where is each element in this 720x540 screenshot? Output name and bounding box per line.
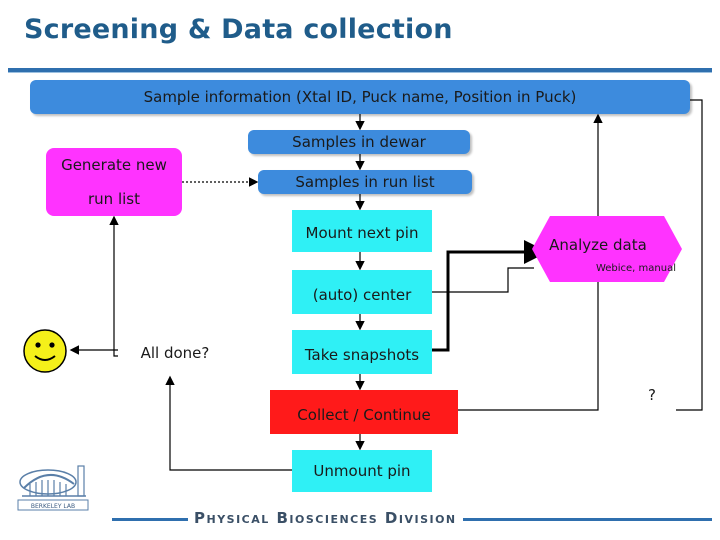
samples-in-dewar-box: Samples in dewar <box>248 130 470 154</box>
take-snapshots-box: Take snapshots <box>292 330 432 374</box>
auto-center-label: (auto) center <box>312 286 412 304</box>
arrow-snapshots-to-analyze <box>432 240 548 352</box>
samples-in-dewar-label: Samples in dewar <box>292 133 426 151</box>
arrow-collect-to-question <box>458 113 603 411</box>
take-snapshots-label: Take snapshots <box>304 346 420 364</box>
title-rule <box>8 68 712 72</box>
arrow-unmount-to-alldone <box>165 375 292 471</box>
sample-info-label: Sample information (Xtal ID, Puck name, … <box>143 88 577 106</box>
mount-next-pin-label: Mount next pin <box>305 224 419 242</box>
samples-in-run-list-label: Samples in run list <box>295 173 435 191</box>
question-mark: ? <box>648 386 656 404</box>
all-done-label: All done? <box>140 344 210 362</box>
unmount-pin-label: Unmount pin <box>313 462 411 480</box>
generate-run-list-line1: Generate new <box>61 156 167 174</box>
footer-division: Physical Biosciences Division <box>188 509 463 527</box>
arrow-alldone-to-generate <box>109 215 119 357</box>
analyze-data-box: Analyze data Webice, manual <box>530 214 684 284</box>
berkeley-lab-logo: BERKELEY LAB <box>17 465 89 511</box>
arrow-center-to-analyze <box>430 267 534 293</box>
page-title: Screening & Data collection <box>24 14 453 45</box>
title-rule-thin <box>8 72 712 73</box>
unmount-pin-box: Unmount pin <box>292 450 432 492</box>
mount-next-pin-box: Mount next pin <box>292 210 432 252</box>
generate-run-list-box: Generate new run list <box>46 148 182 216</box>
arrow-feedback-loop <box>676 99 703 411</box>
smiley-face-icon <box>23 329 67 373</box>
samples-in-run-list-box: Samples in run list <box>258 170 472 194</box>
logo-text: BERKELEY LAB <box>31 503 75 510</box>
collect-continue-box: Collect / Continue <box>270 390 458 434</box>
analyze-data-sub-label: Webice, manual <box>595 263 676 274</box>
sample-info-box: Sample information (Xtal ID, Puck name, … <box>30 80 690 114</box>
all-done-box: All done? <box>118 330 232 376</box>
auto-center-box: (auto) center <box>292 270 432 314</box>
analyze-data-label: Analyze data <box>549 236 647 254</box>
collect-continue-label: Collect / Continue <box>297 406 431 424</box>
generate-run-list-line2: run list <box>88 190 140 208</box>
analyze-data-shape <box>532 216 682 282</box>
